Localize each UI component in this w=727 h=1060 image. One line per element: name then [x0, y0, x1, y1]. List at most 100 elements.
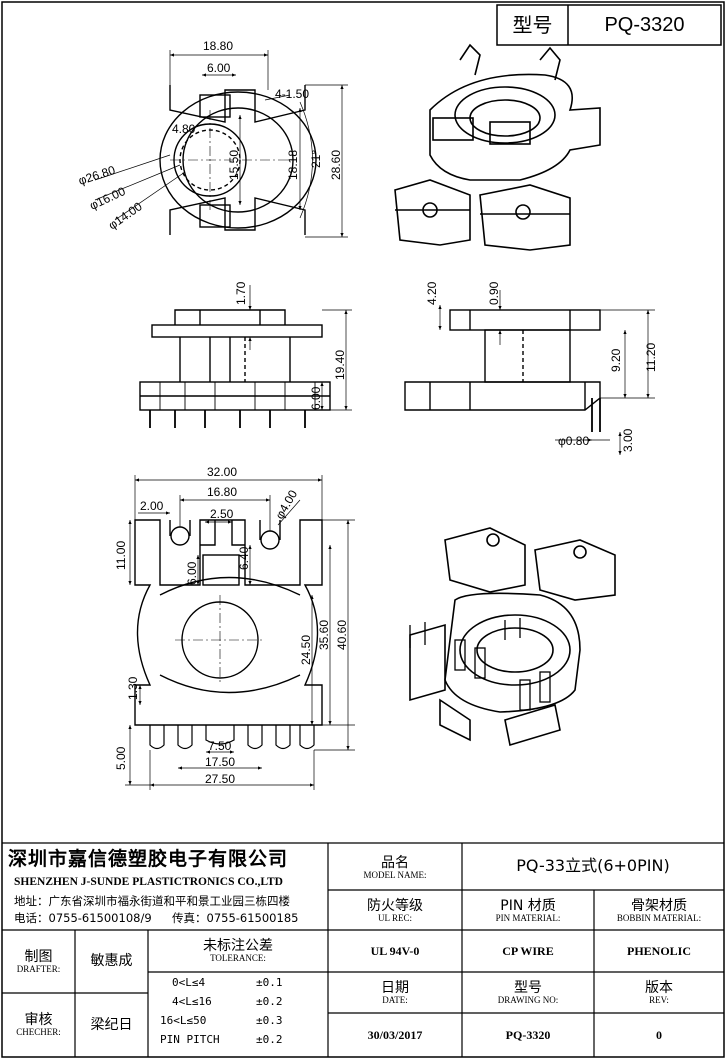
ul-value: UL 94V-0: [370, 943, 420, 958]
bottom-view: [134, 519, 323, 750]
drawing-label-cn: 型号: [514, 979, 542, 996]
side-view-dimensions: [438, 290, 655, 455]
front-view-dimensions: [248, 285, 352, 411]
company-address: 地址：广东省深圳市福永街道和平和景工业园三栋四楼: [14, 894, 290, 909]
date-label-en: DATE:: [382, 994, 408, 1005]
dim-label: 18.80: [203, 39, 233, 53]
pin-label-cn: PIN 材质: [500, 897, 556, 914]
checker-label-en: CHECHER:: [16, 1026, 61, 1037]
isometric-view-bottom: [409, 527, 616, 747]
ul-label-cn: 防火等级: [367, 897, 423, 914]
isometric-view-top: [394, 43, 601, 251]
bobbin-label-cn: 骨架材质: [631, 897, 687, 914]
dim-label: 1.30: [126, 676, 140, 700]
bobbin-material-label: 骨架材质 BOBBIN MATERIAL:: [594, 892, 724, 930]
front-view: [139, 309, 331, 428]
dim-label: 11.00: [114, 541, 128, 570]
dim-label: 6.00: [309, 386, 323, 410]
drafter-label-cn: 制图: [24, 948, 53, 965]
rev-label-cn: 版本: [645, 979, 673, 996]
drawing-no-value: PQ-3320: [505, 1027, 551, 1042]
dim-label: 16.80: [207, 485, 237, 499]
dim-label: 28.60: [329, 150, 343, 180]
model-name-label: 品名 MODEL NAME:: [328, 848, 462, 888]
tolerance-range: 4<L≤16: [172, 995, 212, 1008]
type-box: [496, 4, 722, 46]
front-view-labels: 1.70 19.40 6.00: [234, 281, 347, 410]
dim-label: 21°: [309, 150, 323, 168]
top-view-dimensions: [94, 50, 348, 238]
dim-label: 6.00: [207, 61, 231, 75]
dim-label: 2.00: [140, 499, 164, 513]
dim-label: 6.40: [237, 546, 251, 570]
dim-label: 2.50: [210, 507, 234, 521]
tolerance-value: ±0.2: [256, 995, 283, 1008]
drafter-label-en: DRAFTER:: [16, 963, 61, 974]
tolerance-value: ±0.2: [256, 1033, 283, 1046]
dim-label: 4.80: [172, 122, 196, 136]
dim-label: 11.20: [644, 343, 658, 372]
dim-label: 6.00: [185, 561, 199, 585]
type-label: 型号: [512, 12, 553, 37]
tolerance-value: ±0.1: [256, 976, 283, 989]
checker-label: 审核 CHECHER:: [2, 996, 75, 1054]
dim-label: φ0.80: [558, 434, 589, 448]
tolerance-range: PIN PITCH: [160, 1033, 220, 1046]
model-name-value: PQ-33立式(6+0PIN): [516, 856, 670, 876]
dim-label: 40.60: [335, 620, 349, 650]
tolerance-value: ±0.3: [256, 1014, 283, 1027]
dim-label: 4.20: [425, 281, 439, 305]
dim-label: φ16.00: [87, 184, 127, 213]
dim-label: 15.50: [227, 150, 241, 180]
dim-label: 1.70: [234, 281, 248, 305]
model-label-cn: 品名: [381, 854, 409, 871]
ul-label-en: UL REC:: [378, 912, 412, 923]
checker-label-cn: 审核: [24, 1011, 53, 1028]
pin-label-en: PIN MATERIAL:: [495, 912, 561, 923]
pin-material-value: CP WIRE: [502, 943, 554, 958]
dim-label: 9.20: [609, 348, 623, 372]
title-block-lines: [2, 842, 724, 1057]
date-label: 日期 DATE:: [328, 974, 462, 1012]
dim-label: 18.18: [286, 150, 300, 180]
dim-label: 17.50: [205, 755, 235, 769]
tolerance-range: 16<L≤50: [160, 1014, 207, 1027]
model-label-en: MODEL NAME:: [363, 869, 427, 880]
company-fax: 传真：0755-61500185: [172, 911, 299, 926]
bobbin-material-value: PHENOLIC: [626, 943, 691, 958]
side-view: [404, 309, 601, 432]
drafter-name: 敏惠成: [90, 953, 133, 970]
type-value: PQ-3320: [604, 13, 685, 36]
tolerance-label-cn: 未标注公差: [203, 938, 273, 955]
bobbin-label-en: BOBBIN MATERIAL:: [616, 912, 702, 923]
dim-label: 27.50: [205, 772, 235, 786]
tolerance-range: 0<L≤4: [172, 976, 206, 989]
side-view-labels: 4.20 0.90 9.20 11.20 φ0.80 3.00: [425, 281, 658, 452]
dim-label: 35.60: [317, 620, 331, 650]
drawing-no-label: 型号 DRAWING NO:: [462, 974, 594, 1012]
rev-label-en: REV:: [649, 994, 669, 1005]
dim-label: φ26.80: [77, 163, 118, 188]
dim-label: 5.00: [114, 746, 128, 770]
dim-label: 19.40: [333, 350, 347, 380]
date-label-cn: 日期: [381, 979, 409, 996]
dim-label: 24.50: [299, 635, 313, 665]
drawing-label-en: DRAWING NO:: [497, 994, 559, 1005]
tolerance-label: 未标注公差 TOLERANCE:: [148, 933, 328, 970]
tolerance-table: 0<L≤4 ±0.1 4<L≤16 ±0.2 16<L≤50 ±0.3 PIN …: [148, 975, 328, 1055]
date-value: 30/03/2017: [367, 1027, 423, 1042]
dim-label: 7.50: [208, 739, 232, 753]
dim-label: 3.00: [621, 428, 635, 452]
company-name-en: SHENZHEN J-SUNDE PLASTICTRONICS CO.,LTD: [14, 875, 283, 888]
checker-name: 梁纪日: [90, 1016, 133, 1033]
bottom-view-dimensions: [125, 475, 355, 790]
dim-label: 4-1.50: [275, 87, 309, 101]
rev-label: 版本 REV:: [594, 974, 724, 1012]
company-name-cn: 深圳市嘉信德塑胶电子有限公司: [8, 848, 289, 871]
pin-material-label: PIN 材质 PIN MATERIAL:: [462, 892, 594, 930]
drafter-label: 制图 DRAFTER:: [2, 934, 75, 990]
rev-value: 0: [656, 1027, 662, 1042]
company-phone: 电话：0755-61500108/9: [14, 911, 152, 926]
